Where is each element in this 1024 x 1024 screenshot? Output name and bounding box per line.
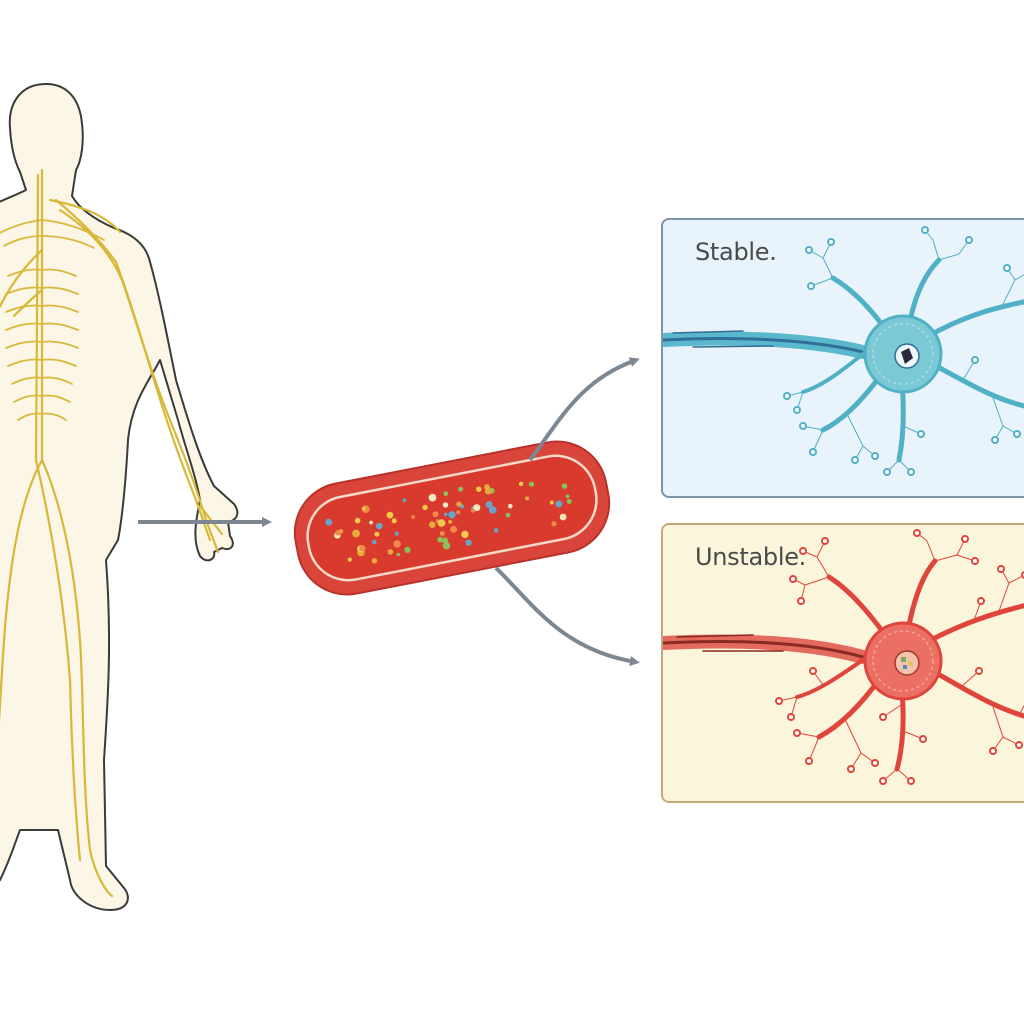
unstable-neuron-icon: [663, 529, 1024, 785]
vessel-particle: [456, 510, 461, 515]
vessel-particle: [559, 513, 567, 521]
vessel-particle: [411, 515, 416, 519]
vessel-particle: [443, 491, 449, 497]
vessel-particle: [488, 506, 497, 514]
vessel-particle: [439, 531, 445, 536]
vessel-particle: [428, 493, 437, 502]
vessel-particle: [450, 525, 458, 533]
vessel-particle: [393, 540, 401, 548]
vessel-particle: [528, 481, 535, 487]
stable-panel: Stable.: [661, 218, 1024, 498]
vessel-particle: [443, 512, 448, 517]
vessel-particle: [437, 536, 444, 543]
vessel-particle: [335, 529, 341, 536]
vessel-particle: [456, 501, 462, 507]
vessel-particle: [442, 502, 449, 508]
vessel-particle: [470, 508, 475, 513]
vessel-particle: [371, 558, 378, 564]
vessel-particle: [505, 512, 511, 518]
vessel-particle: [361, 506, 366, 511]
vessel-particle: [359, 545, 366, 552]
vessel-particle: [485, 501, 493, 509]
vessel-particle: [352, 529, 360, 538]
vessel-particle: [565, 494, 570, 499]
vessel-particle: [508, 503, 513, 509]
arrow-to-stable: [528, 357, 640, 462]
vessel-particle: [432, 511, 439, 518]
vessel-particle: [473, 504, 481, 512]
stable-neuron-icon: [663, 226, 1024, 476]
unstable-panel: Unstable.: [661, 523, 1024, 803]
vessel-particle: [549, 500, 554, 505]
body-silhouette: [0, 83, 239, 911]
vessel-particle: [461, 530, 469, 539]
vessel-particle: [442, 542, 451, 550]
vessel-particle: [402, 498, 407, 503]
vessel-particle: [476, 486, 482, 492]
rib-nerves: [0, 219, 105, 421]
stable-label: Stable.: [695, 238, 777, 266]
vessel-particle: [371, 539, 377, 545]
vessel-particle: [396, 552, 401, 557]
blood-vessel-icon: [293, 440, 611, 596]
vessel-particle: [394, 531, 399, 536]
vessel-particle: [561, 483, 568, 489]
vessel-particle: [428, 521, 436, 528]
vessel-particle: [376, 522, 383, 530]
vessel-particle: [437, 519, 446, 527]
vessel-particle: [325, 518, 333, 526]
arrow-to-unstable: [494, 566, 640, 666]
vessel-particle: [493, 528, 499, 533]
vessel-particle: [555, 500, 563, 508]
vessel-particle: [566, 499, 572, 504]
human-body-icon: [0, 83, 239, 911]
vessel-particle: [386, 511, 394, 519]
vessel-particle: [374, 531, 380, 537]
vessel-particle: [369, 520, 373, 525]
unstable-label: Unstable.: [695, 543, 806, 571]
vessel-particle: [525, 496, 530, 501]
vessel-particle: [518, 481, 524, 486]
vessel-particles: [325, 481, 572, 564]
vessel-particle: [458, 486, 464, 492]
vessel-particle: [448, 519, 453, 524]
vessel-particle: [387, 549, 394, 555]
vessel-particle: [347, 557, 352, 562]
vessel-particle: [465, 539, 472, 546]
vessel-particle: [391, 518, 397, 524]
vessel-particle: [551, 521, 557, 527]
vessel-particle: [484, 487, 492, 495]
vessel-particle: [404, 546, 411, 554]
vessel-particle: [354, 517, 361, 524]
vessel-particle: [448, 511, 456, 519]
vessel-particle: [422, 504, 428, 511]
